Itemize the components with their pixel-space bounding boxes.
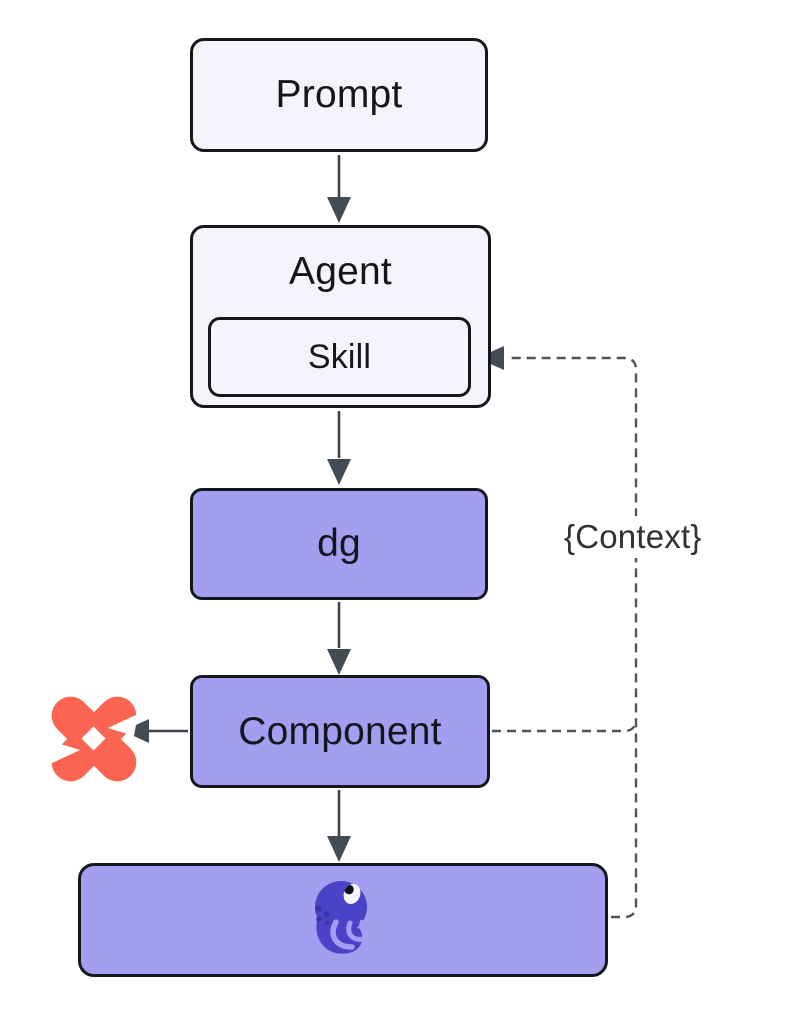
- arrowhead-into-agent: [327, 197, 351, 223]
- edge-label-context: {Context}: [556, 516, 710, 558]
- dashed-branch-component: [492, 718, 638, 733]
- solid-arrowheads: [123, 197, 351, 862]
- node-prompt: Prompt: [190, 38, 488, 152]
- arrowhead-into-component: [327, 649, 351, 675]
- node-skill: Skill: [208, 317, 471, 397]
- arrowhead-into-octopusbox: [327, 836, 351, 862]
- arrowhead-into-xlogo: [123, 719, 149, 743]
- node-agent-title: Agent: [289, 228, 392, 316]
- node-prompt-label: Prompt: [275, 73, 403, 116]
- node-dg: dg: [190, 488, 488, 600]
- node-agent-label: Agent: [289, 250, 392, 293]
- dashed-context-edges: [492, 356, 638, 919]
- node-component-label: Component: [238, 709, 442, 753]
- arrowhead-into-dg: [327, 459, 351, 485]
- node-agent: Agent Skill: [190, 225, 491, 408]
- dashed-trunk-octopusbox-to-skill: [506, 356, 638, 919]
- node-component: Component: [190, 675, 490, 788]
- solid-edge-lines: [149, 155, 341, 836]
- node-octopus-box: [78, 863, 608, 977]
- x-pinwheel-logo-icon: [40, 684, 148, 794]
- node-skill-label: Skill: [307, 337, 372, 376]
- octopus-logo-icon: [305, 878, 381, 962]
- node-dg-label: dg: [317, 522, 361, 565]
